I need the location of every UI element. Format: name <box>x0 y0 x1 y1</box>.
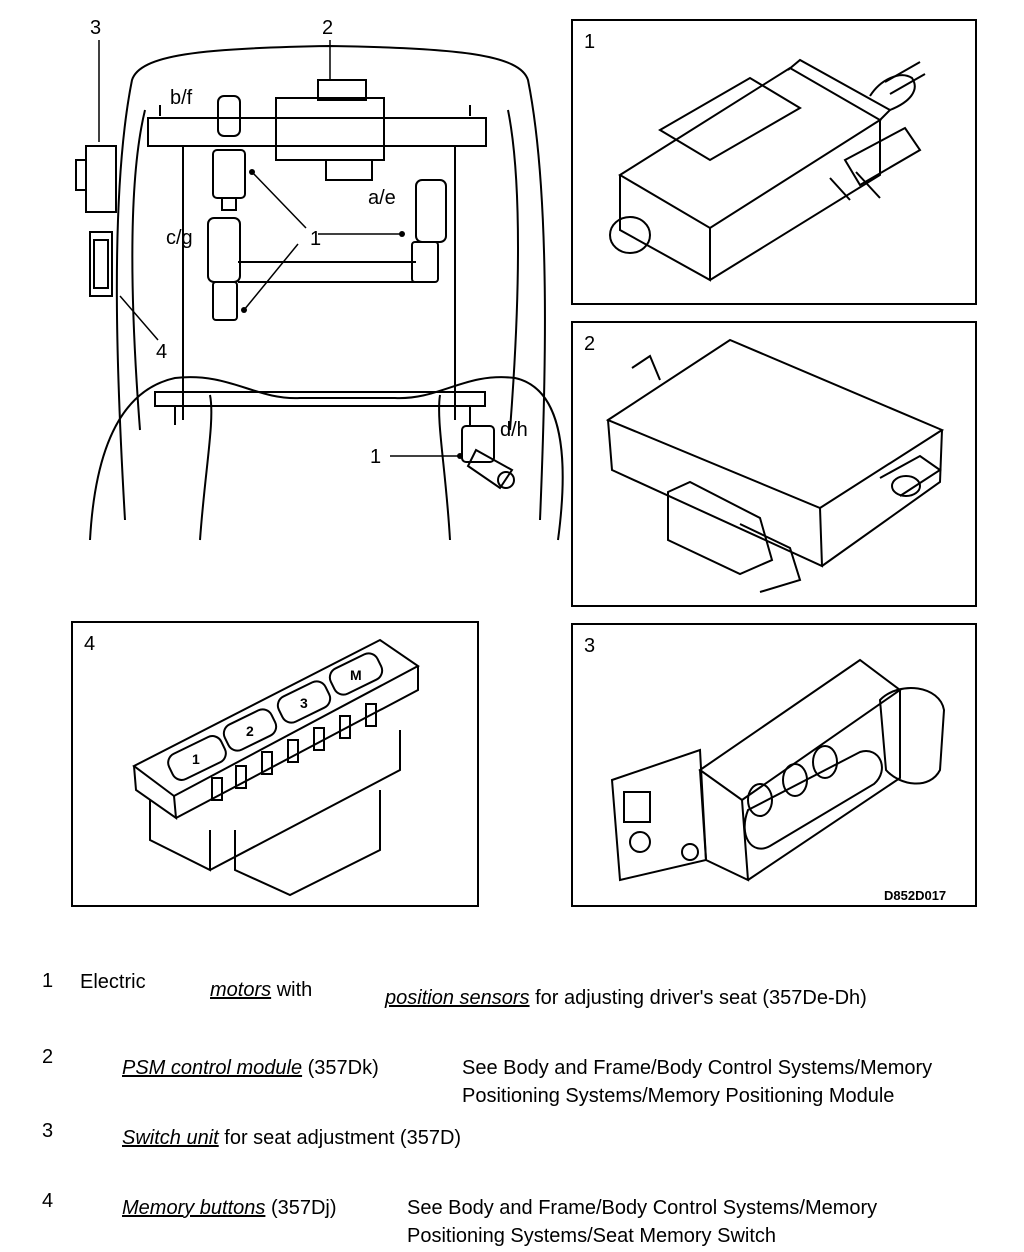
legend-4-number: 4 <box>42 1190 54 1212</box>
position-sensors-link[interactable]: position sensors <box>385 987 530 1009</box>
svg-text:1: 1 <box>192 751 200 767</box>
legend-3-number: 3 <box>42 1120 54 1142</box>
panel-switch-unit: 3 D852D017 <box>571 623 977 907</box>
legend-3-text: for seat adjustment (357D) <box>224 1127 462 1149</box>
callout-1: 1 <box>310 228 321 250</box>
callout-4: 4 <box>156 341 167 363</box>
panel-4-number: 4 <box>84 633 95 655</box>
legend-1-number: 1 <box>42 970 54 992</box>
switch-unit-in-seat <box>75 145 117 213</box>
panel-2-number: 2 <box>584 333 595 355</box>
legend-4-ref: (357Dj) <box>270 1197 337 1219</box>
callout-1b: 1 <box>370 446 381 468</box>
callout-cg: c/g <box>166 227 193 249</box>
psm-control-module-link[interactable]: PSM control module <box>122 1057 303 1079</box>
callout-bf: b/f <box>170 87 193 109</box>
memory-buttons-link[interactable]: Memory buttons <box>122 1197 266 1219</box>
motors-link[interactable]: motors <box>210 979 272 1001</box>
legend-2-ref: (357Dk) <box>307 1057 379 1079</box>
memory-key-m: M <box>328 652 384 696</box>
motor-bf <box>212 95 246 211</box>
seat-diagram: 3 2 1 1 4 b/f a/e c/g d/h 1 2 <box>71 17 977 907</box>
panel-memory-buttons: 4 1 2 3 M <box>71 621 479 907</box>
module-2-in-seat <box>275 79 385 181</box>
legend-1-with: with <box>276 979 313 1001</box>
figure-code: D852D017 <box>884 888 946 903</box>
callout-ae: a/e <box>368 187 396 209</box>
callout-3: 3 <box>90 17 101 39</box>
legend-4-note-line2: Positioning Systems/Seat Memory Switch <box>407 1225 777 1247</box>
legend-1-prefix: Electric <box>80 971 146 993</box>
svg-text:2: 2 <box>246 723 254 739</box>
seat-back-inner <box>131 109 519 431</box>
legend-2-note-line2: Positioning Systems/Memory Positioning M… <box>462 1085 895 1107</box>
svg-text:3: 3 <box>300 695 308 711</box>
upper-frame <box>147 117 487 147</box>
memory-key-2: 2 <box>222 708 278 752</box>
seat-cushion <box>89 376 564 541</box>
panel-3-number: 3 <box>584 635 595 657</box>
switch-unit-link[interactable]: Switch unit <box>122 1127 219 1149</box>
legend-1-suffix: for adjusting driver's seat (357De-Dh) <box>535 987 867 1009</box>
motor-ae <box>411 179 447 283</box>
memory-key-3: 3 <box>276 680 332 724</box>
callout-dh: d/h <box>500 419 528 441</box>
svg-text:M: M <box>350 667 362 683</box>
lower-rail <box>154 391 486 407</box>
panel-1-number: 1 <box>584 31 595 53</box>
legend-2-number: 2 <box>42 1046 54 1068</box>
panel-control-module: 2 <box>571 321 977 607</box>
panel-motor: 1 <box>571 19 977 305</box>
legend-2-note-line1: See Body and Frame/Body Control Systems/… <box>462 1057 933 1079</box>
callout-2: 2 <box>322 17 333 39</box>
memory-buttons-in-seat <box>89 231 113 297</box>
legend-4-note-line1: See Body and Frame/Body Control Systems/… <box>407 1197 878 1219</box>
motor-cg <box>207 217 241 321</box>
memory-key-1: 1 <box>167 735 227 781</box>
motor-dh <box>461 425 515 490</box>
